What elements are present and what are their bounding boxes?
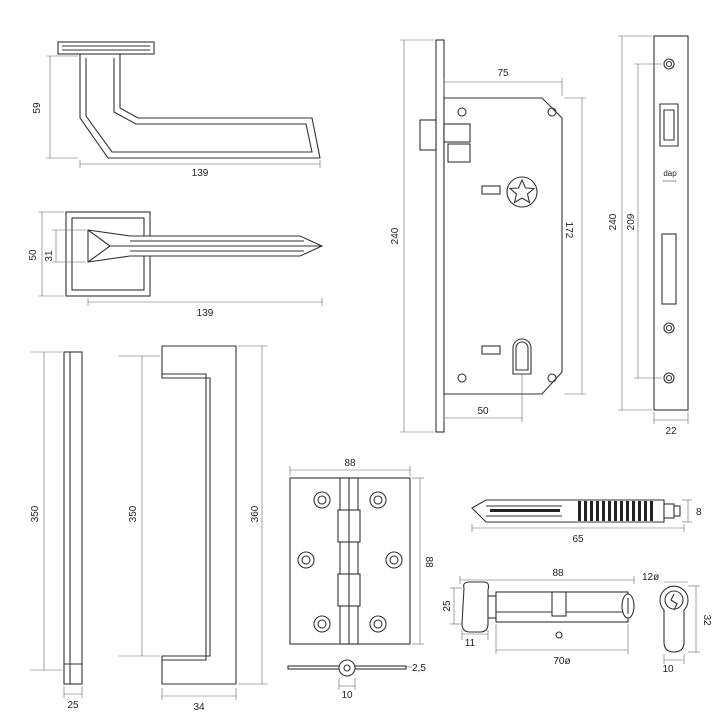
dim-label: 88 [344, 458, 356, 469]
dim-label: 65 [572, 534, 584, 545]
dimension-65: 65 [471, 524, 685, 545]
dimension-139-side: 139 [79, 160, 321, 179]
dim-label: 31 [44, 250, 55, 262]
dimension-11: 11 [461, 630, 489, 649]
dimension-88-hinge-height: 88 [412, 477, 434, 645]
dimension-209: 209 [626, 63, 662, 379]
dim-label: 50 [28, 249, 39, 261]
dim-label: 12ø [642, 572, 659, 583]
door-hinge [289, 477, 411, 645]
dimension-22: 22 [653, 412, 689, 437]
dim-label: 139 [197, 308, 214, 319]
dim-label: 34 [193, 702, 205, 713]
dim-label: 209 [626, 213, 637, 230]
dimension-31: 31 [44, 229, 86, 263]
dim-label: 70ø [553, 656, 570, 667]
dimension-172: 172 [563, 97, 586, 395]
dim-label: 25 [67, 700, 79, 711]
lever-handle-top-view [65, 211, 324, 297]
dim-label: 350 [128, 505, 139, 522]
dim-label: 10 [341, 690, 353, 701]
dim-label: 172 [563, 222, 574, 239]
dim-label: 25 [442, 600, 453, 612]
dim-label: 350 [30, 505, 41, 522]
dimension-88-hinge-width: 88 [289, 458, 411, 476]
dim-label: 10 [662, 664, 674, 675]
keyhole-icon [512, 338, 532, 375]
hinge-edge-view [287, 659, 407, 677]
dim-label: 240 [390, 227, 401, 244]
dim-label: 11 [465, 638, 476, 649]
dimension-70: 70ø [495, 624, 629, 667]
screw-hole-icon [297, 491, 403, 633]
star-spindle-icon [506, 176, 538, 208]
dimension-139-top: 139 [87, 298, 323, 319]
dimension-50: 50 [28, 211, 64, 297]
dimension-360: 360 [238, 345, 268, 685]
dim-label: 360 [250, 505, 261, 522]
dim-label: 139 [192, 168, 209, 179]
dim-label: 8 [696, 507, 702, 518]
dimension-59: 59 [32, 55, 78, 159]
dimension-88-cylinder: 88 [459, 568, 635, 584]
dim-label: 240 [608, 213, 619, 230]
dimension-12: 12ø [642, 572, 688, 583]
dimension-32: 32 [688, 585, 712, 653]
dimension-2-5: 2,5 [406, 663, 426, 674]
bar-handle [63, 351, 83, 685]
dimension-75: 75 [443, 68, 563, 96]
dim-label: 32 [701, 614, 712, 626]
dimension-10-profile: 10 [662, 654, 685, 675]
dimension-8: 8 [682, 499, 702, 523]
dim-label: 59 [32, 102, 43, 114]
dim-label: 22 [665, 426, 677, 437]
svg-text:dap: dap [663, 169, 677, 178]
svg-text:DOCRAT: DOCRAT [663, 179, 677, 183]
dimension-34: 34 [161, 688, 237, 713]
lever-handle-side-view [57, 41, 321, 159]
faceplate: dap DOCRAT [653, 35, 689, 411]
dimension-25-knob: 25 [442, 587, 462, 625]
euro-cylinder [461, 581, 635, 639]
dim-label: 75 [497, 68, 509, 79]
dim-label: 2,5 [412, 663, 426, 674]
dimension-240-faceplate: 240 [608, 35, 652, 411]
dimension-25: 25 [63, 686, 83, 711]
dimension-350-bar: 350 [30, 351, 62, 671]
pull-handle [161, 345, 237, 685]
dim-label: 88 [552, 568, 564, 579]
dimension-350-pull: 350 [118, 355, 160, 657]
dim-label: 50 [477, 406, 489, 417]
dap-logo: dap DOCRAT [663, 169, 677, 183]
dimension-240-lock: 240 [390, 39, 434, 433]
dim-label: 88 [423, 556, 434, 568]
key [471, 499, 681, 523]
cylinder-profile [659, 585, 689, 653]
mortise-lock [419, 39, 563, 433]
dimension-10-hinge: 10 [338, 678, 356, 701]
grip-ridges-icon [578, 501, 653, 521]
dimension-50-backset: 50 [443, 374, 523, 422]
